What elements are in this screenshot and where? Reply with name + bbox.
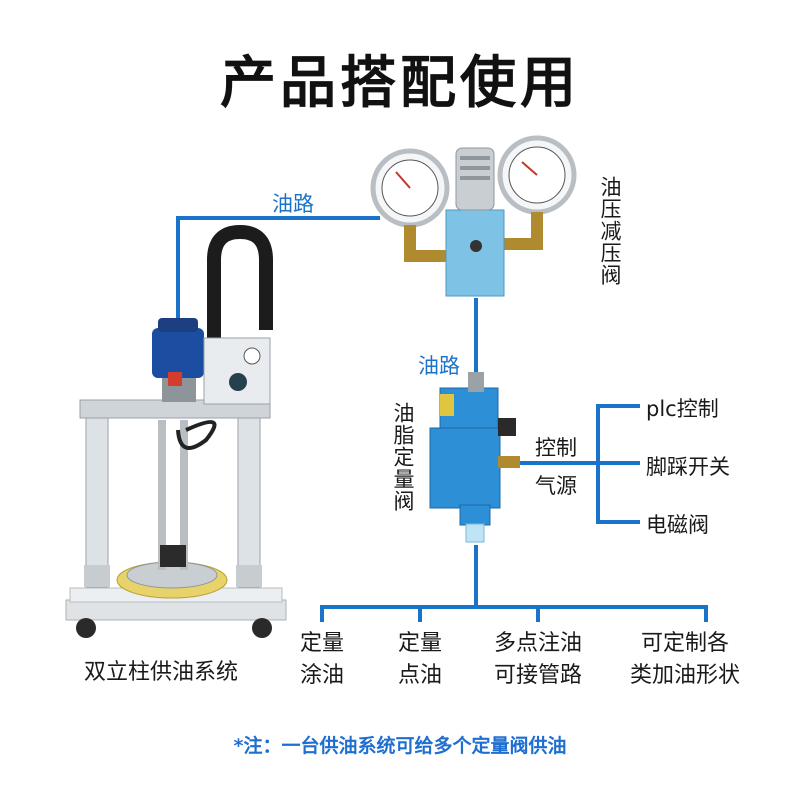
application-line-2: 点油 xyxy=(397,663,442,688)
application-line-2: 可接管路 xyxy=(493,663,582,688)
connector-lines xyxy=(176,216,708,622)
oil-line-system-to-pressure-valve xyxy=(176,216,380,318)
application-multi-point: 多点注油 可接管路 xyxy=(486,628,590,692)
grease-valve-label: 油脂定量阀 xyxy=(391,402,415,512)
pressure-valve-label: 油压减压阀 xyxy=(598,176,622,286)
application-quantitative-coating: 定量 涂油 xyxy=(292,628,352,692)
control-option-foot-switch: 脚踩开关 xyxy=(646,455,730,479)
footer-note: *注：一台供油系统可给多个定量阀供油 xyxy=(233,735,567,757)
double-column-system-image xyxy=(65,224,287,638)
application-line-1: 定量 xyxy=(299,631,344,656)
application-line-1: 可定制各 xyxy=(640,631,729,656)
grease-metering-valve-image xyxy=(429,372,520,543)
oil-path-label-2: 油路 xyxy=(418,354,460,378)
control-option-solenoid: 电磁阀 xyxy=(646,513,709,537)
oil-path-label-1: 油路 xyxy=(272,192,314,216)
application-line-2: 类加油形状 xyxy=(629,663,740,688)
application-line-1: 定量 xyxy=(397,631,442,656)
application-custom-shapes: 可定制各 类加油形状 xyxy=(622,628,748,692)
control-label: 控制 xyxy=(535,436,577,460)
application-line-1: 多点注油 xyxy=(493,631,582,656)
application-line-2: 涂油 xyxy=(299,663,344,688)
page-title: 产品搭配使用 xyxy=(220,51,580,116)
output-branch-bar xyxy=(320,605,708,622)
system-label: 双立柱供油系统 xyxy=(84,660,239,685)
pressure-reducing-valve-image xyxy=(370,135,577,297)
application-quantitative-dotting: 定量 点油 xyxy=(390,628,450,692)
control-option-plc: plc控制 xyxy=(646,397,719,421)
air-source-label: 气源 xyxy=(535,474,577,498)
